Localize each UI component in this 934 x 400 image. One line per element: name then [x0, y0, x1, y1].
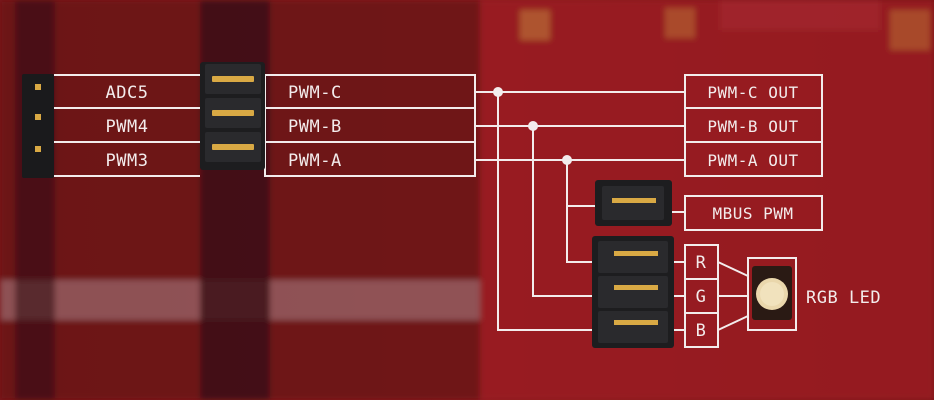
signal-traces — [475, 91, 749, 331]
rgb-channel-b: B — [696, 321, 707, 341]
signal-label-pwm-b: PWM-B — [288, 117, 342, 137]
mbus-pwm-label: MBUS PWM — [712, 204, 793, 223]
output-label-pwm-b: PWM-B OUT — [707, 117, 798, 136]
rgb-channel-g: G — [696, 287, 707, 307]
signal-label-pwm-a: PWM-A — [288, 151, 342, 171]
rgb-channel-r: R — [696, 253, 707, 273]
mbus-jumper — [595, 180, 672, 226]
header-label-pwm4: PWM4 — [106, 117, 149, 137]
output-label-pwm-c: PWM-C OUT — [707, 83, 798, 102]
rgb-led — [752, 266, 792, 320]
selector-jumpers — [200, 62, 265, 170]
output-label-pwm-a: PWM-A OUT — [707, 151, 798, 170]
header-label-pwm3: PWM3 — [106, 151, 149, 171]
rgb-jumpers — [592, 236, 674, 348]
left-header-pins — [22, 74, 54, 178]
rgb-led-label: RGB LED — [806, 288, 881, 308]
header-label-adc5: ADC5 — [106, 83, 149, 103]
signal-label-pwm-c: PWM-C — [288, 83, 342, 103]
